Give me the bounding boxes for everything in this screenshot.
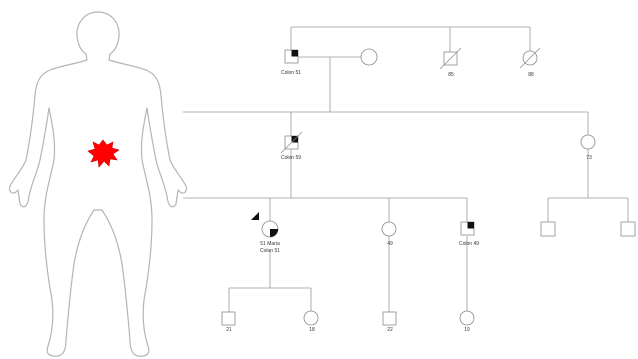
deceased-slash: [440, 48, 461, 69]
individual-g4-female-2: 19: [460, 311, 474, 333]
individual-label: Colon 49: [459, 241, 479, 247]
female-circle: [382, 222, 396, 236]
male-square: [621, 222, 635, 236]
deceased-slash: [281, 132, 302, 153]
individual-label: 88: [528, 72, 534, 78]
individual-label: 22: [387, 327, 393, 333]
male-square: [541, 222, 555, 236]
female-circle: [581, 135, 595, 149]
female-circle: [460, 311, 474, 325]
affected-quadrant: [292, 50, 299, 57]
individual-label: Colon 51: [260, 248, 280, 254]
individual-label: 18: [309, 327, 315, 333]
individual-g1-female-2: 88: [520, 48, 540, 78]
individual-g3-male: Colon 49: [459, 222, 479, 247]
individual-g4-male-2: 22: [383, 312, 396, 333]
individual-g3-female: 49: [382, 222, 396, 247]
individual-label: Colon 51: [281, 70, 301, 76]
male-square: [222, 312, 235, 325]
individual-label: 19: [464, 327, 470, 333]
individual-g4-female-1: 18: [304, 311, 318, 333]
individual-label: 73: [586, 155, 592, 161]
human-body-figure: [10, 12, 187, 356]
pedigree-lines: [183, 27, 628, 312]
individual-g1-male-2: 85: [440, 48, 461, 78]
individual-g3-male-c: [621, 222, 635, 236]
female-circle: [304, 311, 318, 325]
female-circle: [361, 49, 377, 65]
individual-g4-male-1: 21: [222, 312, 235, 333]
individual-g1-grandmother: [361, 49, 377, 65]
individual-label: 21: [226, 327, 232, 333]
individual-g2-female: 73: [581, 135, 595, 161]
affected-quadrant: [270, 229, 278, 237]
individual-label: 85: [448, 72, 454, 78]
individual-proband: 51 Maria Colon 51: [251, 212, 280, 254]
individual-label: 49: [387, 241, 393, 247]
individual-g3-male-b: [541, 222, 555, 236]
individual-g1-grandfather: Colon 51: [281, 50, 301, 76]
proband-arrow-icon: [251, 212, 259, 220]
individual-g2-father: Colon 59: [281, 132, 302, 161]
male-square: [383, 312, 396, 325]
human-body-outline-icon: [10, 12, 187, 356]
affected-quadrant: [468, 222, 475, 229]
individual-label: Colon 59: [281, 155, 301, 161]
individual-label: 51 Maria: [260, 241, 280, 247]
